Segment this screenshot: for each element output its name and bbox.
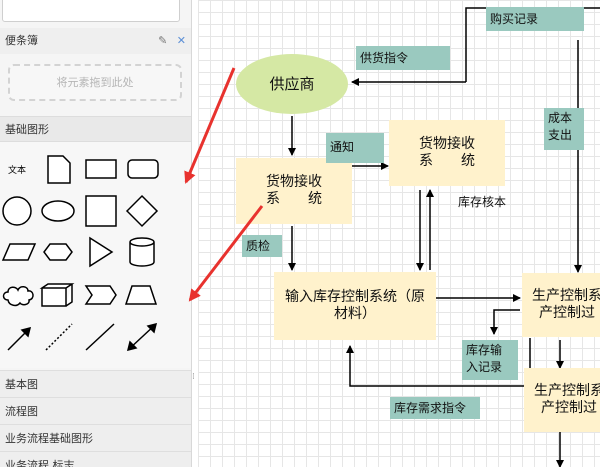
basic-shapes-header[interactable]: 基础图形: [0, 116, 191, 142]
connector-inventory-input-record[interactable]: [490, 309, 520, 335]
label-purchase-record[interactable]: 购买记录: [486, 7, 584, 31]
label-cost-expense[interactable]: 成本 支出: [544, 108, 584, 150]
shape-sidebar: 便条簿 ✎ ✕ 将元素拖到此处 基础图形 文本: [0, 0, 192, 467]
shape-cylinder[interactable]: [129, 237, 155, 267]
shape-cloud[interactable]: [2, 286, 34, 307]
shape-arrow-line[interactable]: [7, 326, 32, 351]
pencil-icon[interactable]: ✎: [158, 34, 168, 47]
node-goods-receiving-1[interactable]: 货物接收 系 统: [236, 158, 352, 224]
connector-layer: [288, 7, 600, 467]
section-business-flow-symbols[interactable]: 业务流程 标志: [0, 451, 191, 467]
scratchpad-title: 便条簿: [5, 34, 38, 47]
scratchpad-drop-zone[interactable]: 将元素拖到此处: [8, 64, 182, 101]
shape-line[interactable]: [85, 323, 115, 351]
shape-parallelogram[interactable]: [1, 243, 37, 261]
label-notify[interactable]: 通知: [326, 133, 384, 163]
node-production-control-2[interactable]: 生产控制系 产控制过: [524, 368, 600, 432]
shape-square[interactable]: [85, 195, 117, 227]
shape-hexagon[interactable]: [43, 243, 73, 261]
shape-note[interactable]: [47, 155, 71, 184]
node-inventory-control[interactable]: 输入库存控制系统（原 材料）: [274, 272, 436, 340]
shape-step[interactable]: [84, 285, 117, 305]
shape-ellipse[interactable]: [41, 200, 75, 222]
label-inventory-input-record[interactable]: 库存输 入记录: [462, 340, 518, 380]
shape-rectangle[interactable]: [85, 159, 117, 179]
shape-circle[interactable]: [2, 196, 32, 226]
shape-dotted-line[interactable]: [45, 323, 73, 351]
section-business-flow-basic[interactable]: 业务流程基础图形: [0, 424, 191, 451]
node-supplier[interactable]: 供应商: [236, 54, 348, 114]
search-input[interactable]: [2, 0, 180, 22]
shape-rounded-rectangle[interactable]: [127, 159, 159, 179]
close-icon[interactable]: ✕: [176, 34, 186, 47]
shape-text[interactable]: 文本: [8, 164, 26, 176]
shape-trapezoid[interactable]: [124, 285, 158, 305]
label-quality-check[interactable]: 质检: [242, 235, 282, 257]
section-basic-diagram[interactable]: 基本图: [0, 370, 191, 397]
sidebar-splitter-handle[interactable]: ⁞: [192, 372, 195, 382]
label-inventory-check[interactable]: 库存核本: [458, 195, 507, 209]
shape-palette: 文本: [0, 142, 191, 368]
label-supply-order[interactable]: 供货指令: [356, 46, 450, 70]
label-inventory-demand-order[interactable]: 库存需求指令: [390, 397, 480, 419]
shape-triangle[interactable]: [89, 236, 114, 268]
shape-bidirectional-arrow[interactable]: [126, 322, 158, 352]
scratchpad-header[interactable]: 便条簿 ✎ ✕: [0, 28, 191, 54]
node-goods-receiving-2[interactable]: 货物接收 系 统: [389, 120, 505, 186]
shape-diamond[interactable]: [125, 194, 159, 228]
connector-inventory-demand[interactable]: [346, 345, 524, 387]
diagram-canvas[interactable]: 供应商 货物接收 系 统 货物接收 系 统 输入库存控制系统（原 材料） 生产控…: [198, 0, 600, 467]
section-flowchart[interactable]: 流程图: [0, 397, 191, 424]
node-production-control-1[interactable]: 生产控制系 产控制过: [522, 273, 600, 337]
shape-cube[interactable]: [39, 283, 75, 307]
library-sections: 基本图 流程图 业务流程基础图形 业务流程 标志: [0, 370, 191, 467]
